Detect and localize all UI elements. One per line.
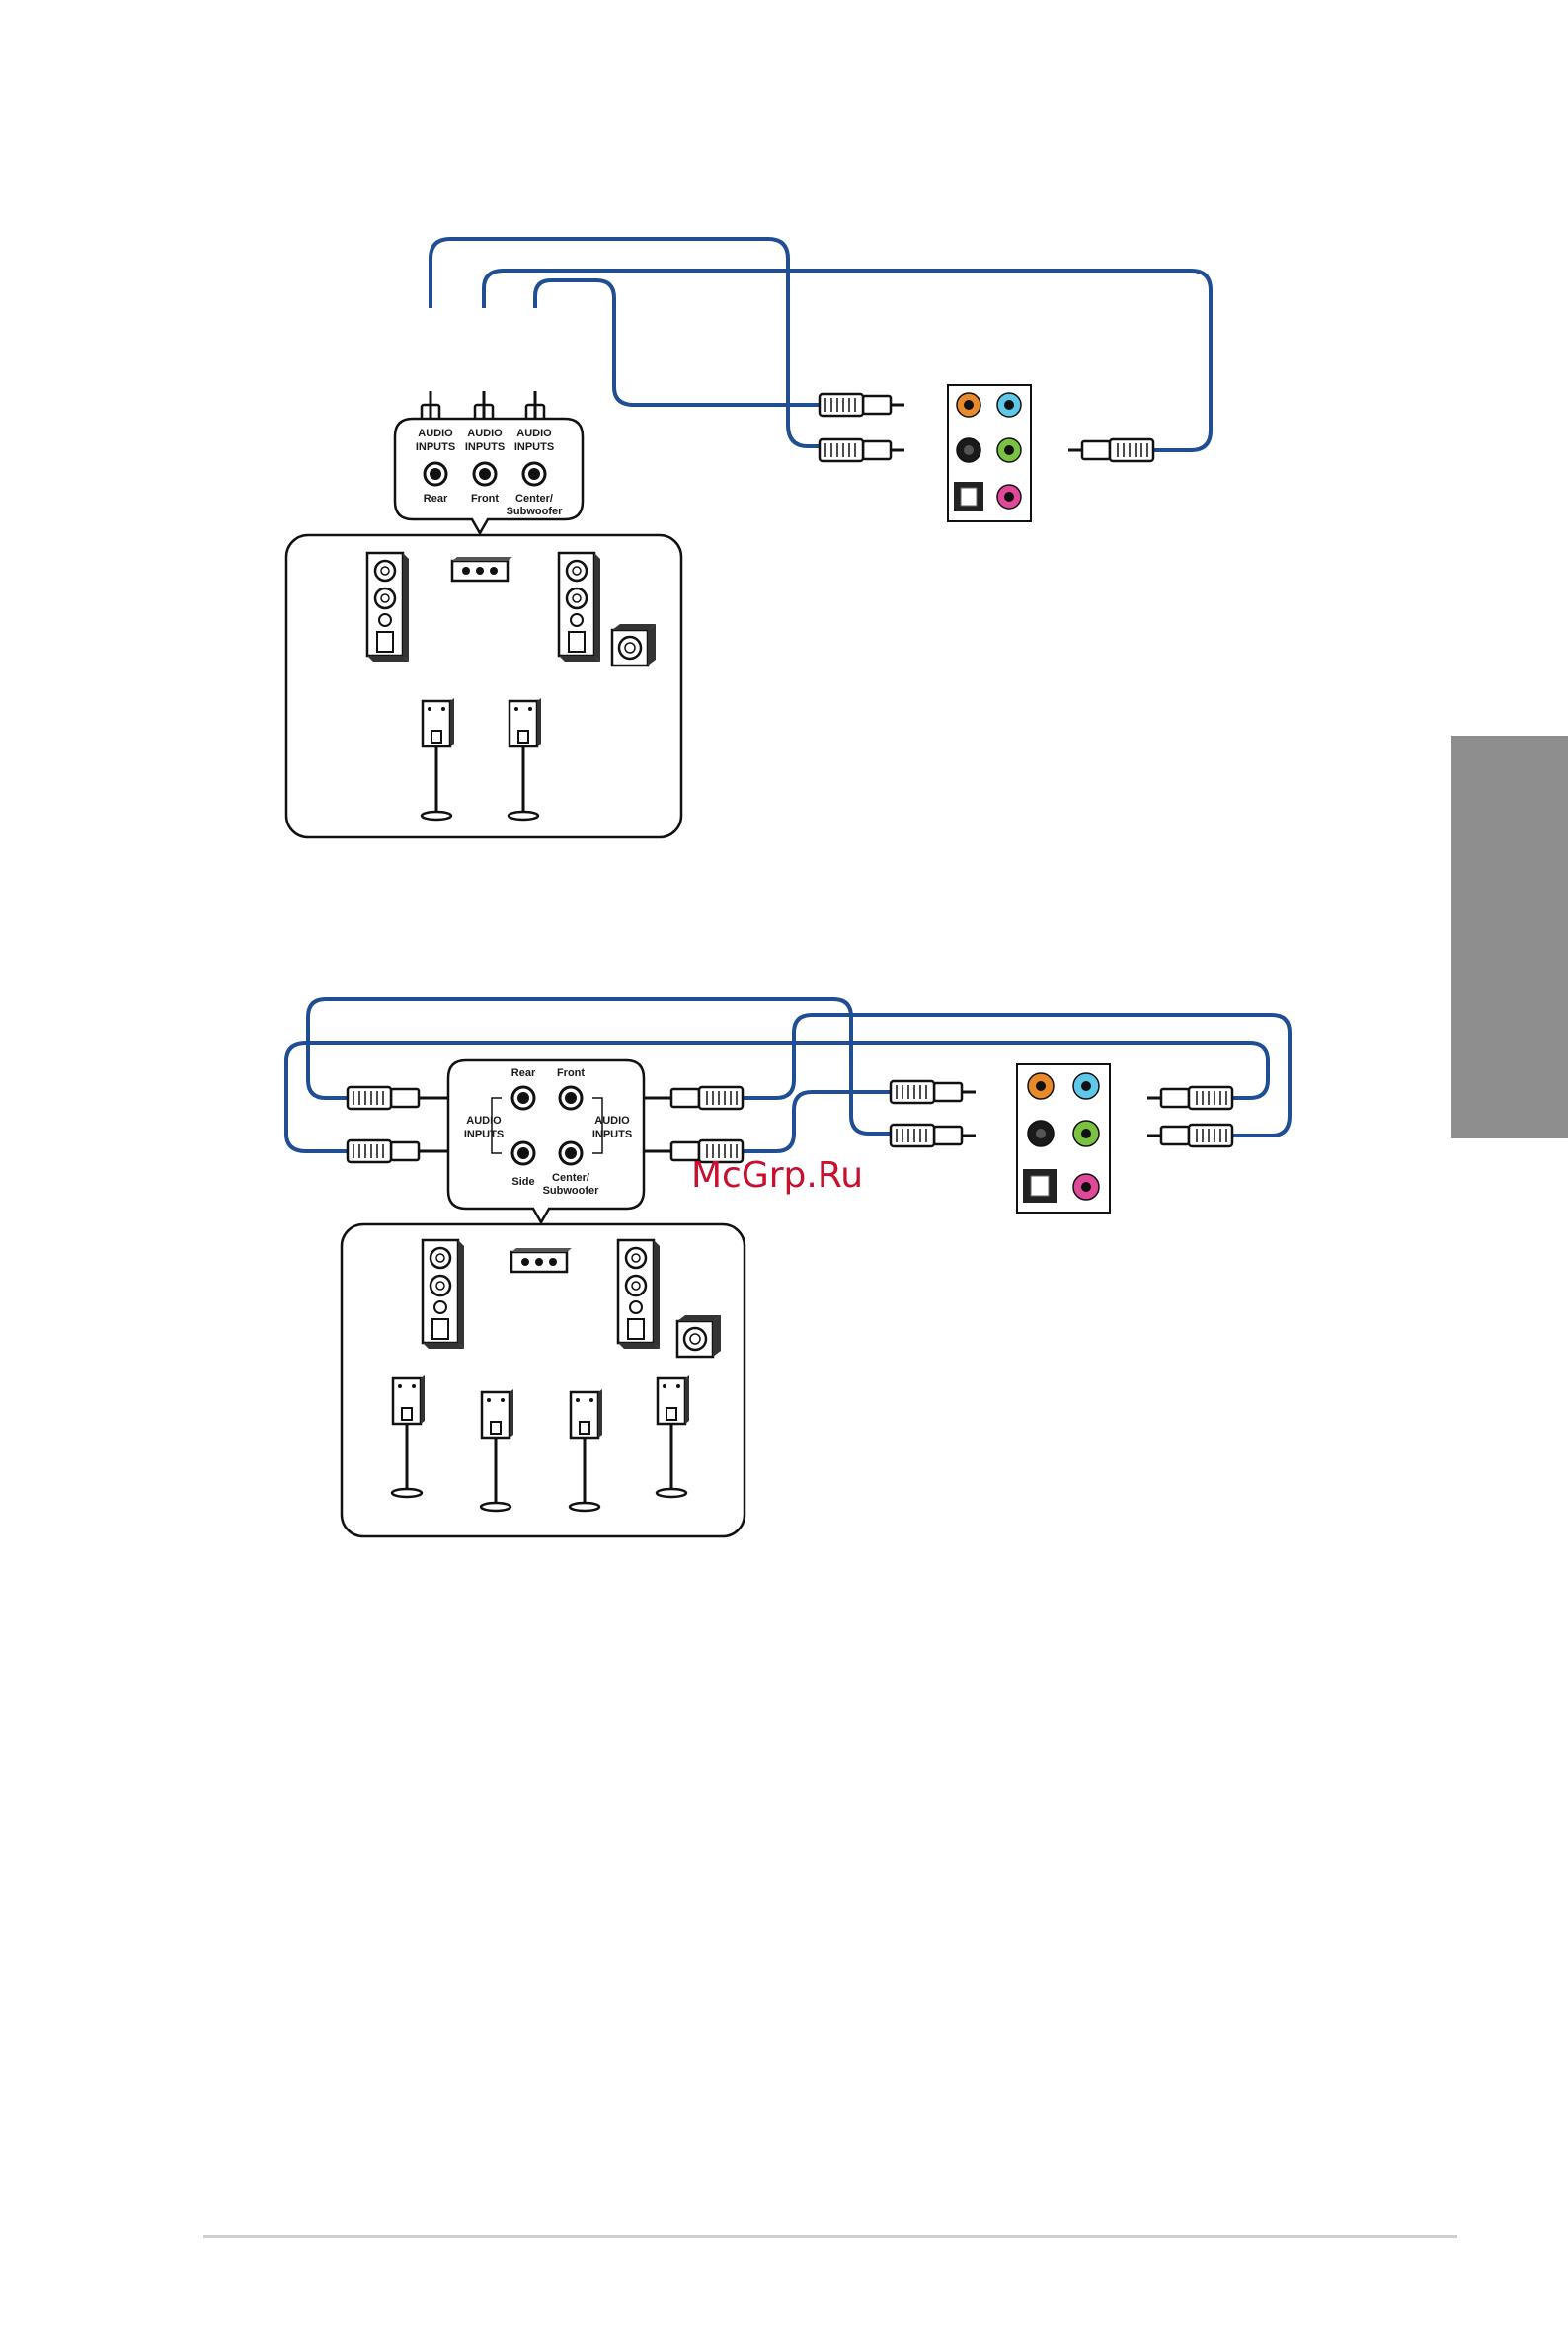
input-rear-line2: INPUTS [416, 441, 455, 453]
speaker-inputs-callout-71 [448, 1060, 644, 1222]
plug-panel-2 [820, 439, 904, 461]
input-center-line2: INPUTS [514, 441, 554, 453]
input-71-right-audio: AUDIO [594, 1115, 630, 1127]
input-71-front-label: Front [557, 1067, 585, 1079]
input-71-right-inputs: INPUTS [592, 1129, 632, 1140]
input-front-label: Front [471, 493, 499, 505]
receiver-icon [452, 557, 512, 581]
front-right-71-speaker-icon [618, 1240, 660, 1349]
plug-71-panel-l1 [891, 1081, 976, 1103]
input-center-line1: AUDIO [516, 428, 552, 439]
receiver-71-icon [511, 1248, 572, 1272]
input-71-left-inputs: INPUTS [464, 1129, 504, 1140]
input-rear-label: Rear [424, 493, 448, 505]
input-front-line1: AUDIO [467, 428, 503, 439]
input-rear-line1: AUDIO [418, 428, 453, 439]
input-71-rear-label: Rear [511, 1067, 536, 1079]
subwoofer-71-icon [677, 1315, 721, 1357]
watermark-text: McGrp.Ru [691, 1155, 863, 1196]
front-left-speaker-icon [367, 553, 409, 662]
diagram-7-1-channel: Rear Front Side Center/ Subwoofer AUDIO … [286, 999, 1290, 1536]
input-71-subwoofer-label: Subwoofer [543, 1185, 600, 1197]
plug-panel-1 [820, 394, 904, 416]
input-71-center-label: Center/ [552, 1172, 589, 1184]
cable-71-d [743, 1092, 891, 1151]
plug-panel-3 [1068, 439, 1153, 461]
footer-rule [203, 2235, 1457, 2238]
input-71-left-audio: AUDIO [466, 1115, 502, 1127]
input-subwoofer-label: Subwoofer [507, 506, 564, 517]
input-71-side-label: Side [511, 1176, 534, 1188]
plug-71-panel-r2 [1147, 1125, 1232, 1146]
input-center-label: Center/ [515, 493, 553, 505]
subwoofer-icon [612, 624, 656, 666]
plug-71-panel-r1 [1147, 1087, 1232, 1109]
front-right-speaker-icon [559, 553, 600, 662]
plug-71-left-bottom [348, 1140, 432, 1162]
cable-center [535, 280, 822, 405]
diagram-5-1-channel: AUDIO INPUTS AUDIO INPUTS AUDIO INPUTS R… [286, 239, 1211, 837]
plug-71-left-top [348, 1087, 432, 1109]
input-front-line2: INPUTS [465, 441, 505, 453]
front-left-71-speaker-icon [423, 1240, 464, 1349]
cable-front [484, 271, 1211, 450]
plug-71-panel-l2 [891, 1125, 976, 1146]
plug-71-right-top [658, 1087, 743, 1109]
